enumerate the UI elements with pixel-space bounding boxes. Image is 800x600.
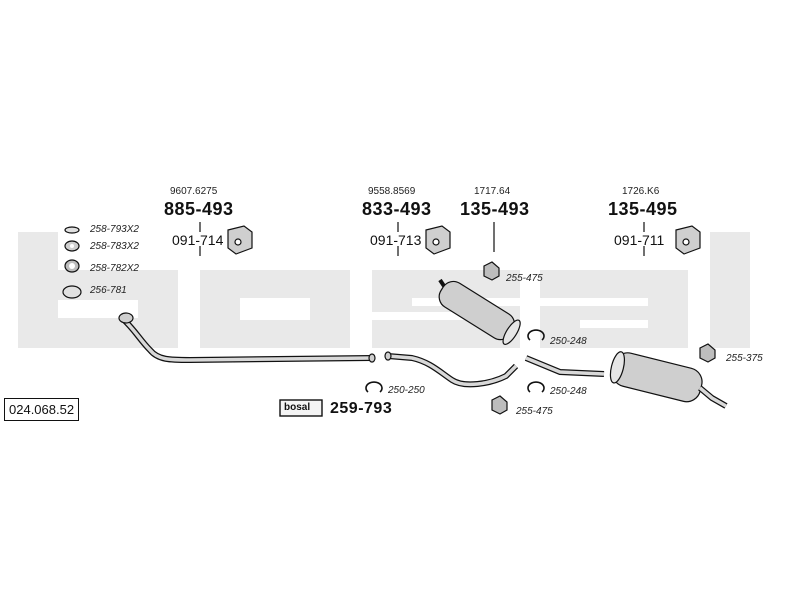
assembly-kit-code: 259-793 bbox=[330, 400, 393, 417]
gasket-code-1: 258-793X2 bbox=[90, 224, 139, 235]
front-pipe-flange bbox=[118, 312, 134, 324]
oe-reference-4: 1726.K6 bbox=[622, 186, 660, 197]
part-number-1: 885-493 bbox=[164, 199, 234, 219]
clamp-icon-mid2 bbox=[527, 381, 545, 393]
clamp-icon-front bbox=[365, 381, 383, 393]
nut-code-bottom: 255-475 bbox=[516, 406, 553, 417]
silencer-inlet bbox=[438, 278, 446, 288]
hanger-icon-1 bbox=[227, 225, 253, 255]
part-number-4: 135-495 bbox=[608, 199, 678, 219]
nut-code-rear: 255-375 bbox=[726, 353, 763, 364]
flange-ring-icon bbox=[62, 285, 82, 299]
nut-code-top: 255-475 bbox=[506, 273, 543, 284]
watermark-letter-a bbox=[540, 270, 688, 348]
middle-pipe-inner bbox=[387, 354, 518, 387]
clamp-icon-mid1 bbox=[527, 329, 545, 341]
catalog-number: 024.068.52 bbox=[4, 398, 80, 421]
oe-reference-3: 1717.64 bbox=[474, 186, 511, 197]
part-number-3: 135-493 bbox=[460, 199, 530, 219]
rear-silencer bbox=[609, 351, 703, 403]
tail-pipe-inner bbox=[698, 386, 727, 408]
hanger-icon-3 bbox=[675, 225, 701, 255]
clamp-code-front: 250-250 bbox=[388, 385, 425, 396]
middle-pipe-end bbox=[384, 351, 392, 361]
hanger-icon-2 bbox=[425, 225, 451, 255]
rear-pipe-inner bbox=[525, 356, 605, 376]
oe-reference-2: 9558.8569 bbox=[368, 186, 416, 197]
hanger-number-4: 091-711 bbox=[614, 232, 665, 248]
assembly-kit-box-label: bosal bbox=[284, 402, 311, 413]
hanger-number-1: 091-714 bbox=[172, 232, 224, 248]
thin-ring-icon bbox=[64, 226, 80, 234]
nut-icon-rear bbox=[699, 343, 716, 363]
front-pipe-end bbox=[368, 353, 376, 363]
watermark-letter-l bbox=[710, 232, 750, 348]
watermark-letter-o bbox=[200, 270, 350, 348]
part-number-2: 833-493 bbox=[362, 199, 432, 219]
watermark-letter-b bbox=[18, 232, 178, 348]
front-pipe-inner bbox=[120, 316, 373, 362]
clamp-code-mid1: 250-248 bbox=[550, 336, 587, 347]
hanger-number-2: 091-713 bbox=[370, 232, 422, 248]
gasket-code-4: 256-781 bbox=[90, 285, 127, 296]
centre-silencer bbox=[438, 280, 521, 346]
clamp-code-mid2: 250-248 bbox=[550, 386, 587, 397]
gasket-code-3: 258-782X2 bbox=[90, 263, 139, 274]
assembly-kit-box bbox=[279, 399, 323, 417]
nut-icon-bottom bbox=[491, 395, 508, 415]
oe-reference-1: 9607.6275 bbox=[170, 186, 218, 197]
nut-icon-top bbox=[483, 261, 500, 281]
gasket-code-2: 258-783X2 bbox=[90, 241, 139, 252]
